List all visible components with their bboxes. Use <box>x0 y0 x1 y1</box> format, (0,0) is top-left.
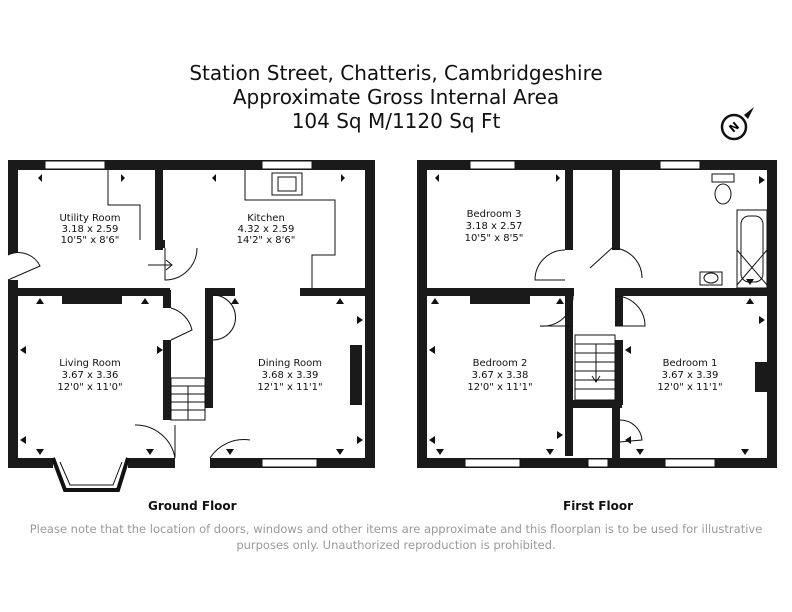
disclaimer: Please note that the location of doors, … <box>20 521 772 553</box>
room-metric: 3.67 x 3.39 <box>662 370 719 381</box>
room-name: Bedroom 1 <box>663 358 718 369</box>
north-compass-icon: N <box>720 107 754 141</box>
room-metric: 3.68 x 3.39 <box>262 370 319 381</box>
room-imperial: 12'0" x 11'1" <box>467 382 532 393</box>
room-metric: 3.18 x 2.57 <box>466 221 523 232</box>
disclaimer-line-1: Please note that the location of doors, … <box>29 522 763 536</box>
room-name: Dining Room <box>258 358 322 369</box>
title-area-value: 104 Sq M/1120 Sq Ft <box>291 109 501 133</box>
room-imperial: 14'2" x 8'6" <box>237 235 296 246</box>
disclaimer-line-2: purposes only. Unauthorized reproduction… <box>236 538 556 552</box>
room-name: Bedroom 2 <box>473 358 528 369</box>
room-metric: 3.67 x 3.38 <box>472 370 529 381</box>
room-name: Kitchen <box>247 213 285 224</box>
ground-floor-label: Ground Floor <box>148 499 237 513</box>
room-name: Living Room <box>59 358 120 369</box>
first-floor-plan: Bedroom 3 3.18 x 2.57 10'5" x 8'5" Bedro… <box>417 160 777 468</box>
room-metric: 4.32 x 2.59 <box>238 224 295 235</box>
room-metric: 3.67 x 3.36 <box>62 370 119 381</box>
room-imperial: 12'1" x 11'1" <box>257 382 322 393</box>
room-metric: 3.18 x 2.59 <box>62 224 119 235</box>
title-address: Station Street, Chatteris, Cambridgeshir… <box>189 61 603 85</box>
room-imperial: 10'5" x 8'6" <box>61 235 120 246</box>
ground-floor-plan: Utility Room 3.18 x 2.59 10'5" x 8'6" Ki… <box>7 160 375 492</box>
room-name: Bedroom 3 <box>467 209 522 220</box>
first-floor-label: First Floor <box>563 499 634 513</box>
title-area-caption: Approximate Gross Internal Area <box>232 85 560 109</box>
room-imperial: 12'0" x 11'1" <box>657 382 722 393</box>
room-imperial: 12'0" x 11'0" <box>57 382 122 393</box>
room-name: Utility Room <box>59 213 120 224</box>
room-imperial: 10'5" x 8'5" <box>465 233 524 244</box>
